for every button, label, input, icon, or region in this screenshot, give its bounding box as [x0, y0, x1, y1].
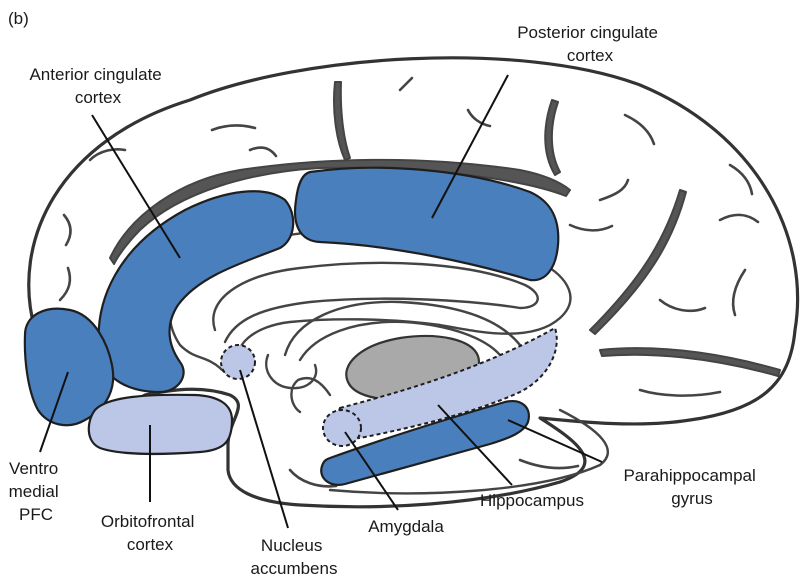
parieto-occipital-sulcus [590, 190, 686, 334]
label-anterior-cingulate: Anterior cingulate cortex [29, 65, 166, 107]
sulcus-7 [250, 148, 276, 156]
label-amygdala: Amygdala [368, 517, 444, 536]
sulcus-15 [520, 460, 578, 468]
sulcus-4 [468, 110, 490, 126]
nucleus-accumbens-region [221, 345, 255, 379]
sulcus-5 [64, 215, 70, 245]
leader-anterior-cingulate [92, 115, 180, 258]
sulcus-6 [60, 268, 70, 300]
sulcus-8 [625, 115, 654, 144]
label-nucleus-accumbens: Nucleus accumbens [251, 536, 338, 578]
sulcus-12 [733, 270, 745, 315]
sulcus-2 [212, 126, 255, 130]
label-parahippocampal: Parahippocampal gyrus [623, 466, 760, 508]
label-orbitofrontal: Orbitofrontal cortex [101, 512, 199, 554]
marginal-ramus [334, 82, 350, 160]
calcarine-sulcus [600, 348, 780, 376]
label-posterior-cingulate: Posterior cingulate cortex [517, 23, 663, 65]
amygdala-region [323, 410, 361, 446]
sulcus-3 [400, 78, 412, 90]
orbitofrontal-region [89, 395, 232, 454]
label-ventromedial-pfc: Ventro medial PFC [9, 459, 64, 524]
label-hippocampus: Hippocampus [480, 491, 584, 510]
panel-label: (b) [8, 9, 29, 28]
sulcus-13 [660, 300, 705, 311]
septal-curl [266, 355, 316, 388]
sulcus-10 [570, 225, 612, 230]
sulcus-14 [640, 390, 720, 396]
sulcus-11 [720, 215, 758, 222]
paracentral-sulcus [545, 100, 560, 175]
anterior-cingulate-region [99, 191, 294, 392]
sulcus-17 [730, 165, 752, 194]
sulcus-9 [600, 180, 628, 200]
leader-nucleus-accumbens [240, 370, 288, 528]
